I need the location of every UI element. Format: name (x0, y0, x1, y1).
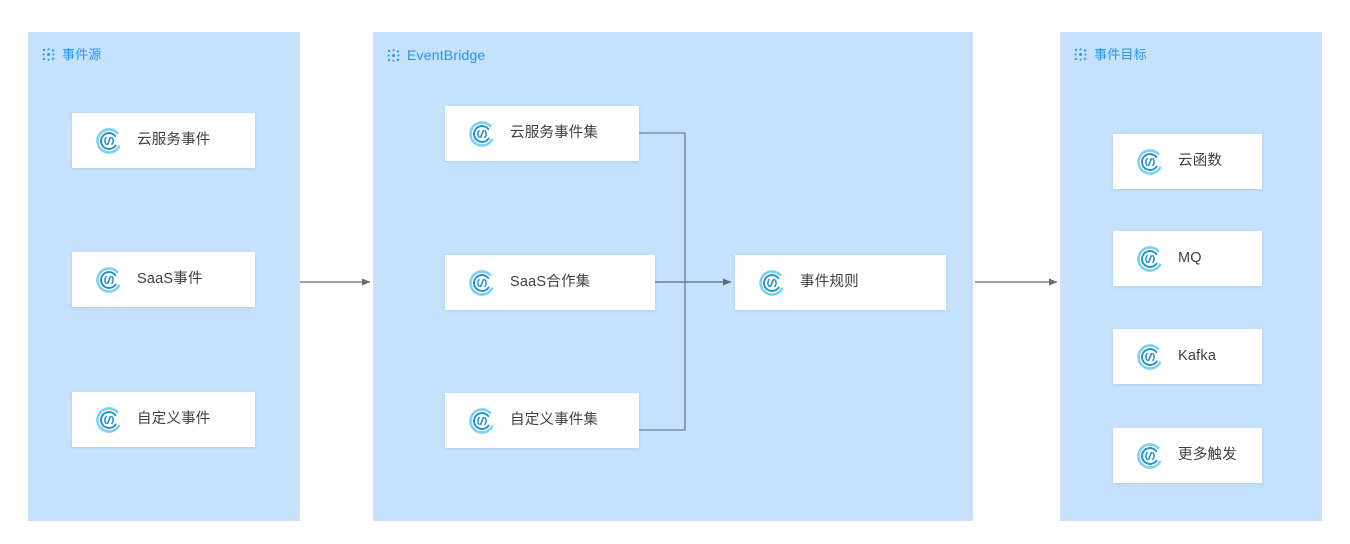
card-saas-partner-set[interactable]: SaaS合作集 (445, 255, 655, 310)
card-event-rule[interactable]: 事件规则 (735, 255, 946, 310)
network-dots-icon (42, 48, 55, 61)
card-label: 云服务事件 (137, 132, 211, 149)
panel-title-event-source: 事件源 (62, 47, 102, 62)
card-label: 事件规则 (800, 274, 859, 291)
card-saas-event[interactable]: SaaS事件 (72, 252, 255, 307)
panel-header-event-target: 事件目标 (1074, 48, 1147, 61)
event-ring-icon (757, 267, 787, 298)
panel-header-eventbridge: EventBridge (387, 48, 485, 62)
card-label: MQ (1178, 250, 1202, 267)
card-label: SaaS事件 (137, 271, 203, 288)
card-label: Kafka (1178, 348, 1217, 365)
event-ring-icon (1135, 440, 1165, 471)
event-ring-icon (1135, 146, 1165, 177)
panel-title-eventbridge: EventBridge (407, 47, 486, 63)
event-ring-icon (1135, 243, 1165, 274)
card-cloud-service-event-set[interactable]: 云服务事件集 (445, 106, 639, 161)
event-ring-icon (467, 267, 497, 298)
network-dots-icon (1074, 48, 1087, 61)
card-label: 云服务事件集 (510, 125, 599, 142)
event-ring-icon (94, 125, 124, 156)
event-ring-icon (94, 404, 124, 435)
card-label: 更多触发 (1178, 447, 1237, 464)
event-ring-icon (94, 264, 124, 295)
card-label: SaaS合作集 (510, 274, 591, 291)
event-ring-icon (467, 405, 497, 436)
card-custom-event[interactable]: 自定义事件 (72, 392, 255, 447)
card-mq[interactable]: MQ (1113, 231, 1262, 286)
card-cloud-function[interactable]: 云函数 (1113, 134, 1262, 189)
card-more-triggers[interactable]: 更多触发 (1113, 428, 1262, 483)
card-kafka[interactable]: Kafka (1113, 329, 1262, 384)
card-custom-event-set[interactable]: 自定义事件集 (445, 393, 639, 448)
event-ring-icon (1135, 341, 1165, 372)
event-ring-icon (467, 118, 497, 149)
panel-title-event-target: 事件目标 (1094, 47, 1147, 62)
card-label: 自定义事件集 (510, 412, 599, 429)
card-cloud-service-event[interactable]: 云服务事件 (72, 113, 255, 168)
network-dots-icon (387, 48, 400, 62)
card-label: 自定义事件 (137, 411, 211, 428)
panel-header-event-source: 事件源 (42, 48, 102, 61)
card-label: 云函数 (1178, 153, 1223, 170)
